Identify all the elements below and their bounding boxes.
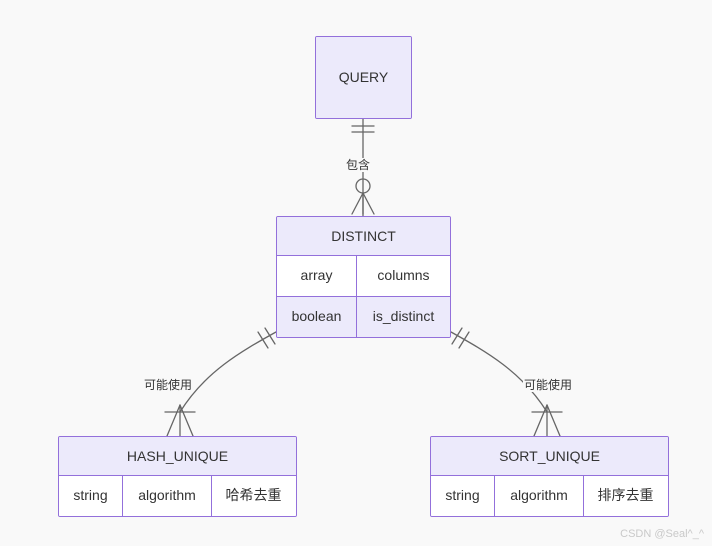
edge-label-distinct-hash: 可能使用	[143, 378, 194, 392]
entity-query[interactable]: QUERY	[315, 36, 412, 119]
edge-distinct-sort	[450, 331, 548, 413]
entity-sort-unique[interactable]: SORT_UNIQUE string algorithm 排序去重	[430, 436, 669, 517]
marker-one-sort-b	[451, 327, 463, 345]
table-row: string algorithm 哈希去重	[59, 476, 296, 516]
entity-hash-unique-title: HASH_UNIQUE	[59, 437, 296, 476]
attribute-name: algorithm	[495, 476, 584, 516]
entity-sort-unique-title: SORT_UNIQUE	[431, 437, 668, 476]
table-row: string algorithm 排序去重	[431, 476, 668, 516]
marker-crowfoot-sort-r	[546, 404, 561, 437]
attribute-name: algorithm	[123, 476, 212, 516]
entity-distinct-title: DISTINCT	[277, 217, 450, 256]
marker-one-sort-a	[458, 331, 470, 349]
table-row: boolean is_distinct	[277, 297, 450, 337]
watermark: CSDN @Seal^_^	[620, 528, 704, 540]
attribute-name: is_distinct	[372, 308, 435, 324]
marker-crowfoot-hash-r	[179, 404, 194, 437]
marker-crowfoot-distinct-top-l	[351, 192, 364, 215]
entity-query-title: QUERY	[316, 37, 411, 118]
attribute-name: columns	[377, 267, 430, 283]
attribute-type: boolean	[277, 297, 357, 337]
edge-label-distinct-sort: 可能使用	[523, 378, 574, 392]
marker-one-hash-b	[264, 327, 276, 345]
attribute-type: array	[277, 256, 357, 296]
edge-label-query-distinct: 包含	[345, 158, 372, 172]
attribute-comment: 哈希去重	[225, 487, 282, 503]
entity-hash-unique[interactable]: HASH_UNIQUE string algorithm 哈希去重	[58, 436, 297, 517]
marker-one-hash-a	[257, 331, 269, 349]
attribute-type: string	[431, 476, 495, 516]
marker-crowfoot-distinct-top-r	[362, 192, 375, 215]
edge-distinct-hash	[179, 331, 277, 413]
entity-distinct[interactable]: DISTINCT array columns boolean is_distin…	[276, 216, 451, 338]
marker-crowfoot-hash-l	[166, 404, 181, 437]
attribute-type: string	[59, 476, 123, 516]
marker-crowfoot-sort-l	[533, 404, 548, 437]
attribute-comment: 排序去重	[597, 487, 654, 503]
table-row: array columns	[277, 256, 450, 297]
marker-zero-circle	[355, 178, 371, 194]
